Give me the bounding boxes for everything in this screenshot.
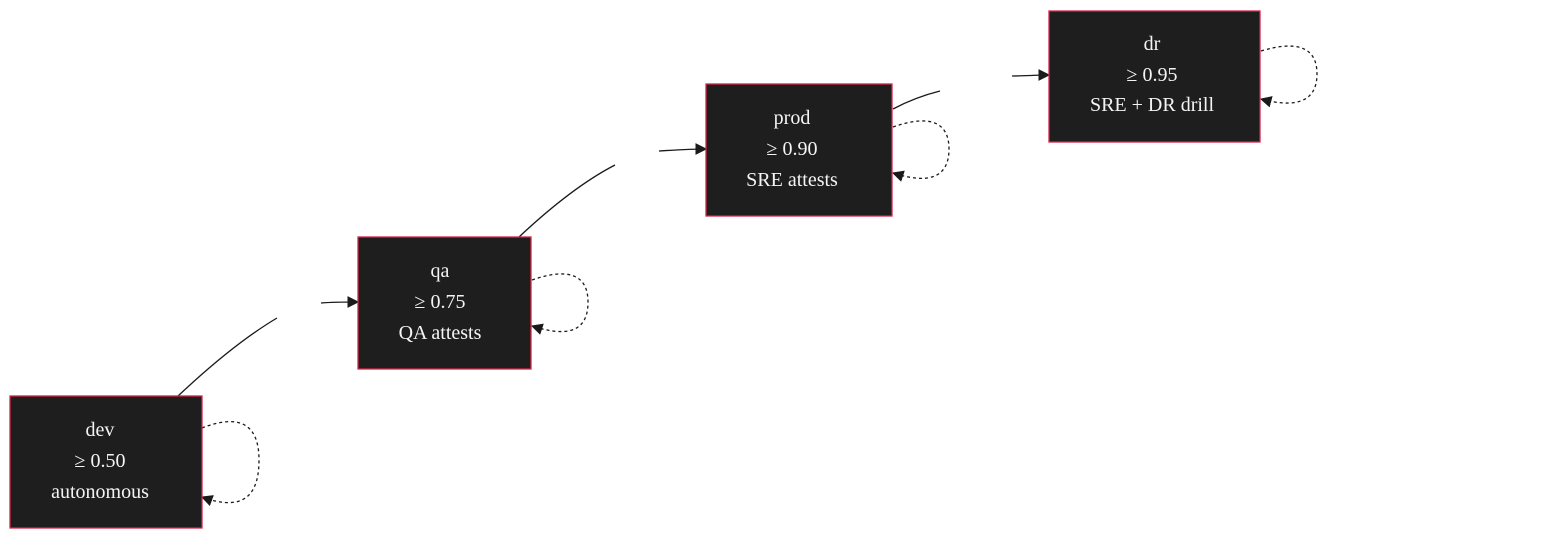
transition-edges	[177, 69, 1051, 397]
self-loops	[200, 45, 1318, 507]
stage-box-dr	[1048, 10, 1261, 143]
self-loop-dev	[200, 420, 260, 507]
stage-name: dev	[86, 419, 115, 441]
edge-qa-to-prod-arrow	[658, 143, 708, 155]
stage-gate: autonomous	[51, 481, 149, 503]
stage-node-qa[interactable]: qa ≥ 0.75 QA attests	[357, 236, 532, 370]
stage-box-prod	[705, 83, 893, 217]
stage-node-dev[interactable]: dev ≥ 0.50 autonomous	[9, 395, 203, 529]
stage-box-dev	[9, 395, 203, 529]
edge-qa-to-prod-segment-1	[518, 164, 616, 238]
stage-name: qa	[431, 260, 450, 282]
stage-name: prod	[774, 107, 811, 129]
self-loop-dr	[1259, 45, 1318, 108]
stage-threshold: ≥ 0.75	[415, 291, 466, 313]
stage-gate: QA attests	[399, 322, 482, 344]
self-loop-prod	[891, 120, 950, 182]
stage-gate: SRE + DR drill	[1090, 94, 1215, 116]
edge-dev-to-qa-segment-1	[177, 317, 278, 397]
stage-node-prod[interactable]: prod ≥ 0.90 SRE attests	[705, 83, 893, 217]
stage-node-dr[interactable]: dr ≥ 0.95 SRE + DR drill	[1048, 10, 1261, 143]
stage-threshold: ≥ 0.90	[767, 138, 818, 160]
stage-gate: SRE attests	[746, 169, 838, 191]
edge-prod-to-dr-segment-1	[892, 90, 941, 110]
edge-prod-to-dr-arrow	[1011, 69, 1051, 81]
edge-dev-to-qa-arrow	[320, 296, 360, 308]
self-loop-qa	[530, 273, 589, 335]
stage-threshold: ≥ 0.50	[75, 450, 126, 472]
stage-box-qa	[357, 236, 532, 370]
stage-name: dr	[1144, 33, 1161, 55]
stage-threshold: ≥ 0.95	[1127, 64, 1178, 86]
